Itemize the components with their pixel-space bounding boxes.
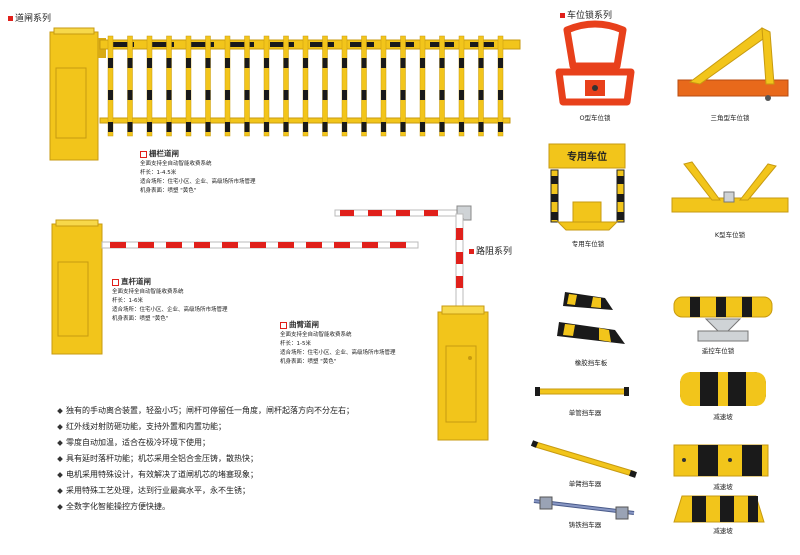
road-series-title: 路阻系列 — [469, 244, 512, 257]
single-arm-stopper-caption: 单臂挡车器 — [568, 480, 602, 488]
fence-picket — [166, 35, 172, 137]
single-arm-stopper-image — [530, 440, 637, 478]
straight-gate-spec: 直杆道闸 全面支持全自动智能收费系统 杆长：1-6米 适合场所：住宅小区、企业、… — [112, 277, 228, 322]
feature-item: 电机采用特殊设计，有效解决了道闸机芯的堵塞现象； — [57, 467, 354, 483]
fence-picket — [127, 35, 133, 137]
feature-item: 全数字化智能操控方便快捷。 — [57, 499, 354, 515]
diamond-bullet-icon — [57, 439, 63, 446]
boom-stripe — [278, 242, 294, 248]
gate-series-title: 道闸系列 — [8, 11, 51, 24]
rubber-stopper-image — [557, 292, 625, 344]
boom-stripe — [222, 242, 238, 248]
bullet-square-icon — [469, 249, 474, 254]
fence-picket — [400, 35, 406, 137]
boom-stripe — [334, 242, 350, 248]
folding-gate-spec: 曲臂道闸 全面支持全自动智能收费系统 杆长：1-5米 适合场所：住宅小区、企业、… — [280, 320, 396, 365]
fence-picket — [302, 35, 309, 137]
fence-picket — [283, 35, 289, 137]
fence-picket — [458, 35, 465, 137]
features-list: 独有的手动离合装置，轻盈小巧；闸杆可停留任一角度，闸杆起落方向不分左右； 红外线… — [57, 403, 354, 515]
fence-picket — [439, 35, 445, 137]
straight-gate-image — [51, 219, 419, 355]
speed-bump-2-caption: 减速坡 — [713, 483, 733, 491]
fence-picket — [322, 35, 328, 137]
speed-bump-3-caption: 减速坡 — [713, 527, 733, 535]
checkbox-icon — [280, 322, 287, 329]
diamond-bullet-icon — [57, 487, 63, 494]
steel-stopper-image — [533, 496, 635, 520]
fence-picket — [380, 35, 387, 137]
o-lock-image — [555, 20, 635, 106]
triangle-lock-caption: 三角型车位锁 — [710, 114, 750, 122]
k-lock-caption: K型车位锁 — [714, 231, 746, 239]
feature-item: 红外线对射防砸功能，支持外置和内置功能； — [57, 419, 354, 435]
triangle-lock-image — [677, 27, 789, 101]
diamond-bullet-icon — [57, 471, 63, 478]
checkbox-icon — [140, 151, 147, 158]
boom-stripe — [110, 242, 126, 248]
remote-lock-caption: 遥控车位锁 — [701, 347, 735, 355]
rubber-stopper-caption: 橡胶挡车板 — [574, 359, 608, 367]
speed-bump-1-caption: 减速坡 — [713, 413, 733, 421]
k-lock-image — [671, 161, 789, 213]
fence-gate-image — [49, 27, 521, 161]
diamond-bullet-icon — [57, 423, 63, 430]
boom-stripe — [250, 242, 266, 248]
boom-stripe — [306, 242, 322, 248]
feature-item: 具有延时落杆功能；机芯采用全铝合金压铸，散热快； — [57, 451, 354, 467]
steel-stopper-caption: 铸铁挡车器 — [568, 521, 602, 529]
speed-bump-2-image — [673, 444, 769, 477]
fence-picket — [205, 35, 211, 137]
fence-picket — [419, 35, 426, 137]
speed-bump-1-image — [680, 372, 766, 406]
fence-picket — [224, 35, 231, 137]
lock-series-title: 车位锁系列 — [560, 8, 612, 21]
fence-picket — [244, 35, 250, 137]
bullet-square-icon — [8, 16, 13, 21]
single-pipe-stopper-image — [535, 387, 629, 396]
fence-picket — [146, 35, 153, 137]
diamond-bullet-icon — [57, 503, 63, 510]
fence-gate-spec: 栅栏道闸 全面支持全自动智能收费系统 杆长：1-4.5米 适合场所：住宅小区、企… — [140, 149, 256, 194]
single-pipe-stopper-caption: 单管挡车器 — [568, 409, 602, 417]
feature-item: 零度自动加温，适合在极冷环境下使用； — [57, 435, 354, 451]
fence-picket — [361, 35, 367, 137]
speed-bump-3-image — [673, 495, 765, 523]
diamond-bullet-icon — [57, 455, 63, 462]
boom-stripe — [194, 242, 210, 248]
fence-picket — [341, 35, 348, 137]
bullet-square-icon — [560, 13, 565, 18]
feature-item: 独有的手动离合装置，轻盈小巧；闸杆可停留任一角度，闸杆起落方向不分左右； — [57, 403, 354, 419]
fence-picket — [497, 35, 504, 137]
diamond-bullet-icon — [57, 407, 63, 414]
fence-picket — [185, 35, 192, 137]
remote-lock-image — [673, 296, 773, 342]
boom-stripe — [138, 242, 154, 248]
fence-picket — [263, 35, 270, 137]
folding-gate-image — [334, 205, 489, 441]
dedicated-lock-caption: 专用车位锁 — [571, 240, 605, 248]
fence-picket — [107, 35, 114, 137]
boom-stripe — [166, 242, 182, 248]
feature-item: 采用特殊工艺处理，达到行业最高水平，永不生锈； — [57, 483, 354, 499]
boom-stripe — [390, 242, 406, 248]
dedicated-sign-text: 专用车位 — [567, 152, 607, 163]
checkbox-icon — [112, 279, 119, 286]
o-lock-caption: O型车位锁 — [579, 114, 611, 122]
fence-picket — [478, 35, 484, 137]
dedicated-lock-image — [548, 143, 626, 231]
boom-stripe — [362, 242, 378, 248]
